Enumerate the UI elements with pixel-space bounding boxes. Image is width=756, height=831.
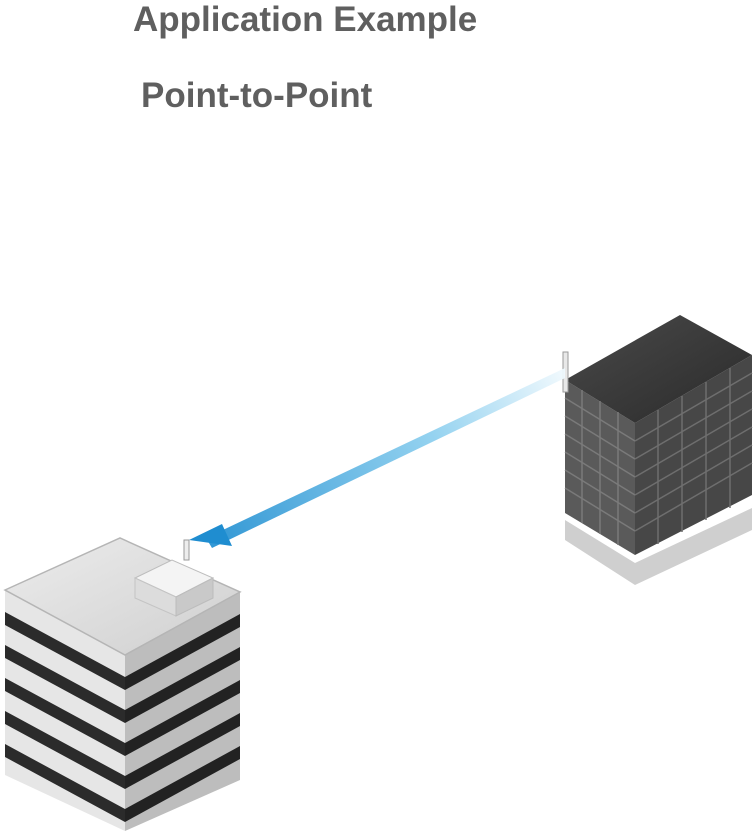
building-site-b (562, 315, 753, 585)
site-b-left-windows (564, 390, 636, 545)
building-site-a (3, 537, 242, 831)
page-title: Application Example (133, 0, 478, 39)
page-subtitle: Point-to-Point (141, 76, 373, 115)
beam-arrowhead-icon (189, 524, 232, 546)
rooftop-unit (133, 559, 215, 617)
site-b-right-windows (634, 368, 753, 544)
site-a-right-bands (125, 614, 240, 822)
wireless-link-beam (189, 368, 565, 548)
site-a-left-bands (5, 612, 125, 822)
antenna-site-a-icon (183, 539, 190, 561)
